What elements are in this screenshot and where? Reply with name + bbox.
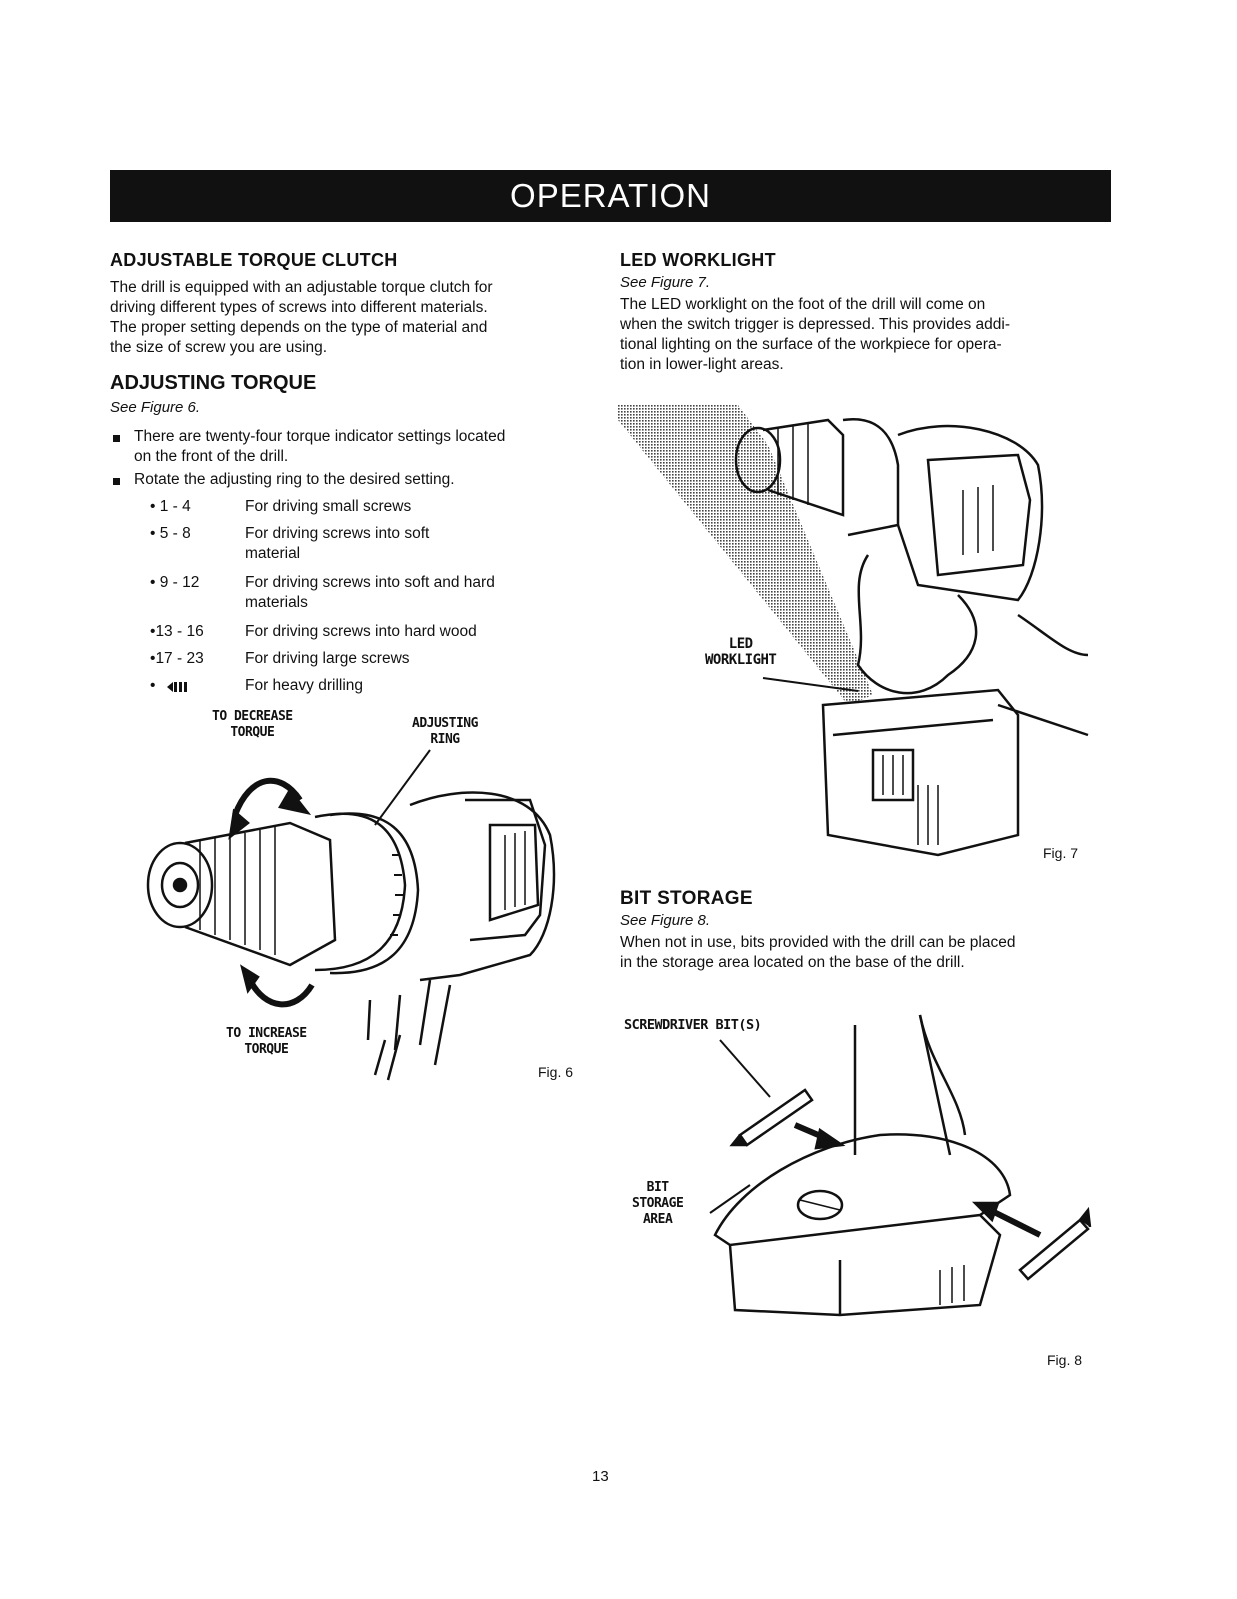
setting-range-text: 13 - 16	[155, 623, 204, 640]
setting-desc: For driving screws into soft material	[245, 524, 429, 564]
increase-label-line: TORQUE	[244, 1042, 289, 1057]
setting-desc-line: material	[245, 545, 301, 562]
setting-desc: For driving screws into hard wood	[245, 622, 477, 642]
setting-desc-line: For heavy drilling	[245, 677, 364, 694]
setting-desc: For driving small screws	[245, 497, 411, 517]
bullet-line: Rotate the adjusting ring to the desired…	[134, 471, 455, 488]
setting-desc-line: materials	[245, 594, 308, 611]
setting-desc: For heavy drilling	[245, 676, 363, 696]
fig6-caption: Fig. 6	[538, 1064, 574, 1080]
setting-range: •13 - 16	[150, 623, 204, 640]
setting-range-text: 1 - 4	[159, 498, 191, 515]
clutch-heading: ADJUSTABLE TORQUE CLUTCH	[110, 250, 398, 270]
setting-range-text: 5 - 8	[159, 525, 191, 542]
adjusting-heading-block: ADJUSTING TORQUE See Figure 6.	[110, 372, 316, 416]
setting-range: • 5 - 8	[150, 525, 191, 542]
led-label-line: WORKLIGHT	[705, 652, 777, 668]
led-worklight-label: LED WORKLIGHT	[705, 636, 777, 668]
setting-range-text: 9 - 12	[159, 574, 200, 591]
setting-desc: For driving screws into soft and hard ma…	[245, 573, 495, 613]
drill-bit-symbol-icon	[166, 682, 187, 692]
page-number: 13	[592, 1468, 609, 1485]
setting-desc-line: For driving screws into hard wood	[245, 623, 477, 640]
led-heading: LED WORKLIGHT	[620, 250, 776, 270]
led-text-line: tional lighting on the surface of the wo…	[620, 336, 1002, 353]
ring-label-line: RING	[430, 732, 460, 747]
setting-range: •17 - 23	[150, 650, 204, 667]
led-text-line: The LED worklight on the foot of the dri…	[620, 296, 986, 313]
bit-see-figure: See Figure 8.	[620, 912, 711, 929]
bit-text-line: in the storage area located on the base …	[620, 954, 965, 971]
led-worklight-illustration	[618, 405, 1089, 857]
setting-range: •	[150, 676, 187, 696]
drill-clutch-illustration	[146, 749, 556, 1081]
bullet-square-icon	[113, 435, 120, 442]
clutch-text-line: The drill is equipped with an adjustable…	[110, 279, 493, 296]
adjusting-heading: ADJUSTING TORQUE	[110, 372, 317, 394]
decrease-torque-label: TO DECREASE TORQUE	[212, 709, 293, 741]
led-section: LED WORKLIGHT See Figure 7. The LED work…	[620, 250, 1100, 375]
decrease-label-line: TO DECREASE	[212, 709, 293, 724]
section-banner: OPERATION	[110, 170, 1111, 222]
setting-desc-line: For driving screws into soft and hard	[245, 574, 495, 591]
setting-range: • 1 - 4	[150, 498, 191, 515]
storage-label-line: STORAGE	[632, 1196, 684, 1211]
setting-range: • 9 - 12	[150, 574, 200, 591]
clutch-text-line: the size of screw you are using.	[110, 339, 328, 356]
ring-label-line: ADJUSTING	[412, 716, 478, 731]
adjusting-see-figure: See Figure 6.	[110, 399, 201, 416]
clutch-text-line: driving different types of screws into d…	[110, 299, 488, 316]
led-text-line: when the switch trigger is depressed. Th…	[620, 316, 1010, 333]
bit-storage-area-label: BIT STORAGE AREA	[632, 1180, 684, 1228]
clutch-section: ADJUSTABLE TORQUE CLUTCH The drill is eq…	[110, 250, 590, 358]
clutch-text-line: The proper setting depends on the type o…	[110, 319, 488, 336]
adjusting-ring-label: ADJUSTING RING	[412, 716, 478, 748]
led-label-line: LED	[728, 636, 753, 652]
led-see-figure: See Figure 7.	[620, 274, 711, 291]
setting-desc: For driving large screws	[245, 649, 410, 669]
bullet-line: There are twenty-four torque indicator s…	[134, 428, 506, 445]
increase-torque-label: TO INCREASE TORQUE	[226, 1026, 307, 1058]
bit-storage-illustration	[709, 1014, 1092, 1317]
bullet-square-icon	[113, 478, 120, 485]
setting-desc-line: For driving large screws	[245, 650, 410, 667]
storage-label-line: AREA	[642, 1212, 673, 1227]
bit-storage-section: BIT STORAGE See Figure 8. When not in us…	[620, 888, 1100, 973]
setting-range-text: 17 - 23	[155, 650, 204, 667]
increase-label-line: TO INCREASE	[226, 1026, 307, 1041]
decrease-label-line: TORQUE	[230, 725, 275, 740]
bullet-item: Rotate the adjusting ring to the desired…	[134, 470, 455, 490]
bullet-line: on the front of the drill.	[134, 448, 289, 465]
setting-desc-line: For driving small screws	[245, 498, 412, 515]
bit-heading: BIT STORAGE	[620, 888, 753, 909]
fig8-caption: Fig. 8	[1047, 1352, 1083, 1368]
storage-label-line: BIT	[646, 1180, 669, 1195]
screwdriver-bits-label: SCREWDRIVER BIT(S)	[624, 1017, 762, 1033]
bullet-item: There are twenty-four torque indicator s…	[134, 427, 505, 467]
led-text-line: tion in lower-light areas.	[620, 356, 784, 373]
setting-desc-line: For driving screws into soft	[245, 525, 430, 542]
bit-text-line: When not in use, bits provided with the …	[620, 934, 1016, 951]
fig7-caption: Fig. 7	[1043, 845, 1079, 861]
